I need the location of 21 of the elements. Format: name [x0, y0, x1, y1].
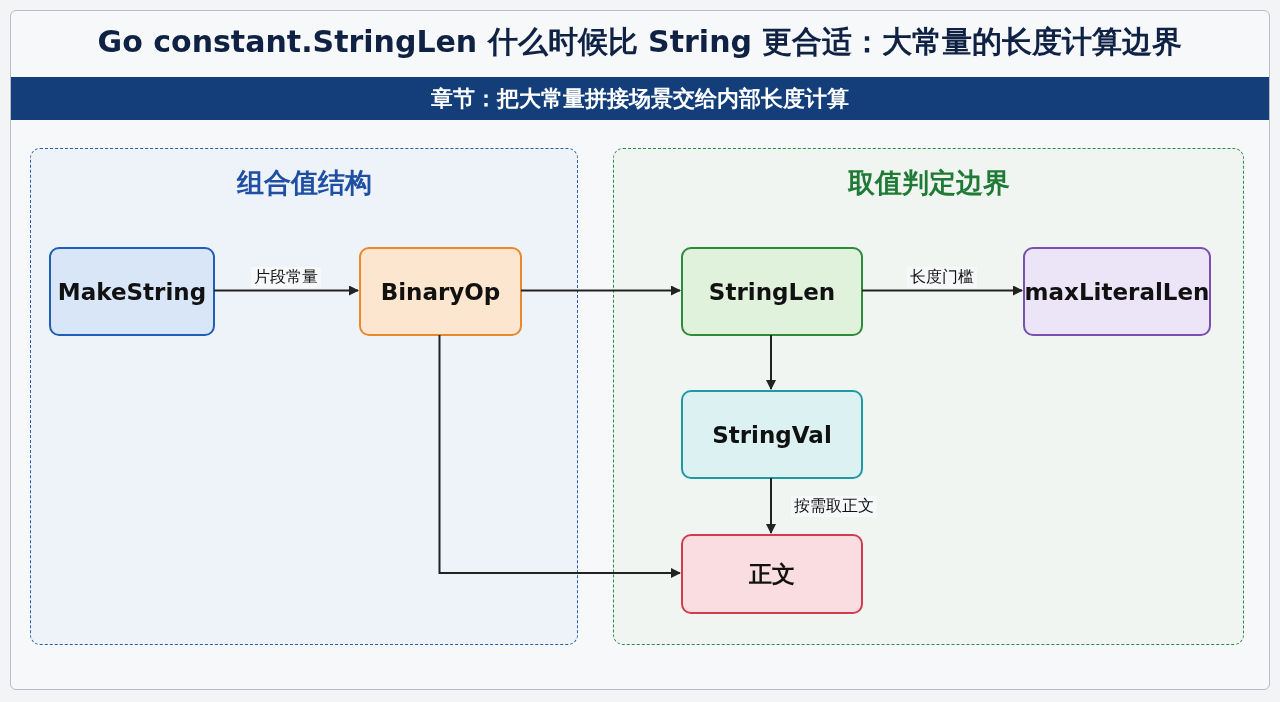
group-heading: 组合值结构: [235, 166, 373, 200]
title: Go constant.StringLen 什么时候比 String 更合适：大常量的长度计算边界: [96, 23, 1184, 61]
arrow: [438, 334, 681, 578]
process-box: maxLiteralLen: [1023, 247, 1211, 336]
edge-label: 按需取正文: [791, 495, 877, 517]
arrow: [520, 285, 681, 296]
section-band: 章节：把大常量拼接场景交给内部长度计算: [11, 77, 1269, 120]
process-box: StringVal: [681, 390, 863, 479]
process-box: 正文: [681, 534, 863, 614]
process-box: MakeString: [49, 247, 215, 336]
edge-label: 片段常量: [251, 266, 321, 288]
arrow: [766, 477, 776, 534]
arrow: [213, 285, 359, 296]
group-heading: 取值判定边界: [846, 166, 1011, 200]
edge-label: 长度门槛: [907, 266, 977, 288]
process-box: BinaryOp: [359, 247, 522, 336]
arrow: [766, 334, 776, 390]
group-frame: [613, 148, 1244, 645]
process-box: StringLen: [681, 247, 863, 336]
arrow: [861, 285, 1023, 296]
group-frame: [30, 148, 578, 645]
